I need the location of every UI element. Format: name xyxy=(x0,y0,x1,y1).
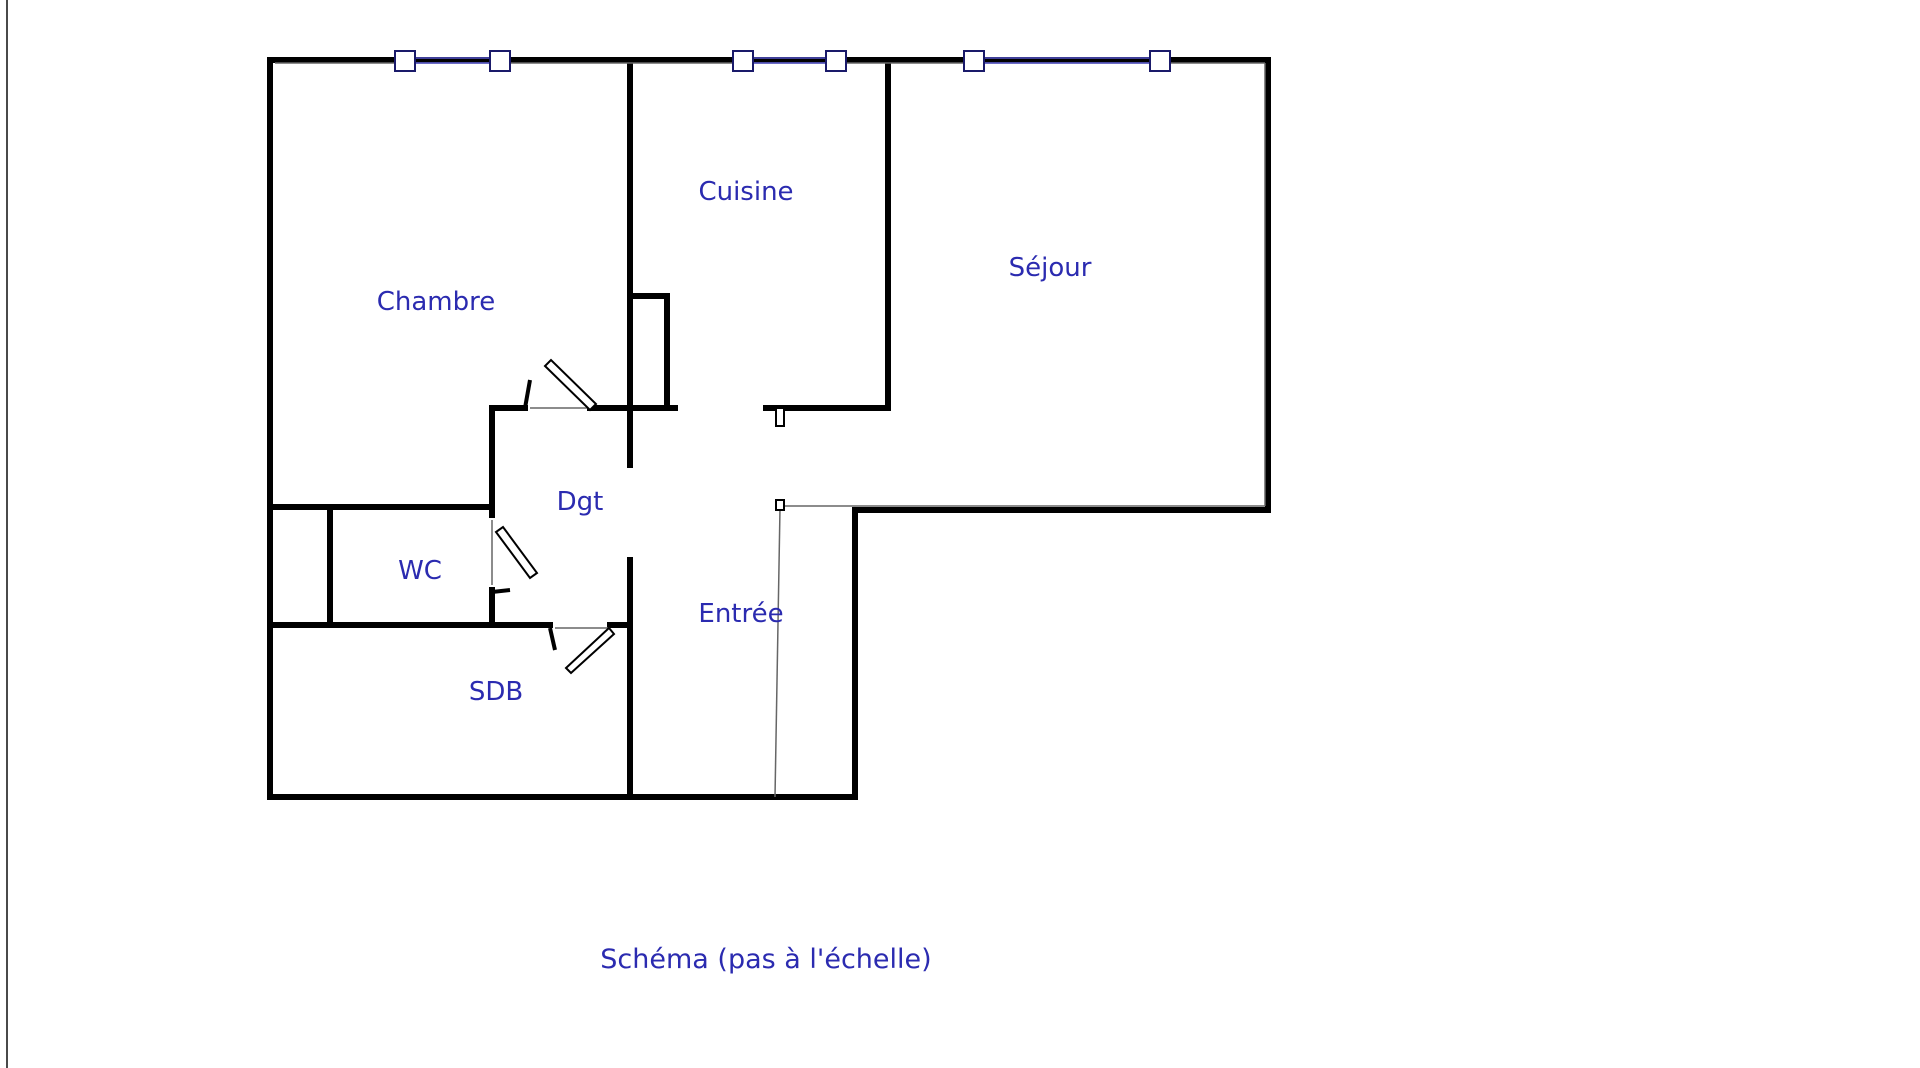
door-jamb-wc xyxy=(491,588,511,594)
walls xyxy=(267,57,1271,800)
door-wc xyxy=(494,525,539,580)
window-chambre xyxy=(394,50,511,72)
door-jamb-chambre xyxy=(523,379,532,409)
windows xyxy=(394,50,1171,72)
window-cuisine xyxy=(732,50,847,72)
room-label-chambre: Chambre xyxy=(377,287,496,317)
stub-kitchen xyxy=(775,407,785,427)
room-label-sejour: Séjour xyxy=(1009,253,1092,283)
door-jambs xyxy=(491,379,557,651)
room-label-entree: Entrée xyxy=(698,599,783,629)
thin-lines xyxy=(275,62,1266,798)
plan-caption: Schéma (pas à l'échelle) xyxy=(600,944,931,975)
door-jamb-sdb xyxy=(548,627,557,651)
entree-partition-line xyxy=(774,507,781,798)
stub-sejour xyxy=(775,499,785,511)
wall-stubs xyxy=(775,407,785,511)
room-label-sdb: SDB xyxy=(469,677,523,707)
window-sejour xyxy=(963,50,1171,72)
door-sdb xyxy=(564,626,616,675)
room-label-dgt: Dgt xyxy=(557,487,604,517)
room-label-cuisine: Cuisine xyxy=(698,177,793,207)
wall-closet xyxy=(627,293,670,411)
room-label-wc: WC xyxy=(398,556,442,586)
doors xyxy=(494,358,616,675)
door-chambre xyxy=(543,358,598,412)
left-frame-border xyxy=(6,0,8,1068)
